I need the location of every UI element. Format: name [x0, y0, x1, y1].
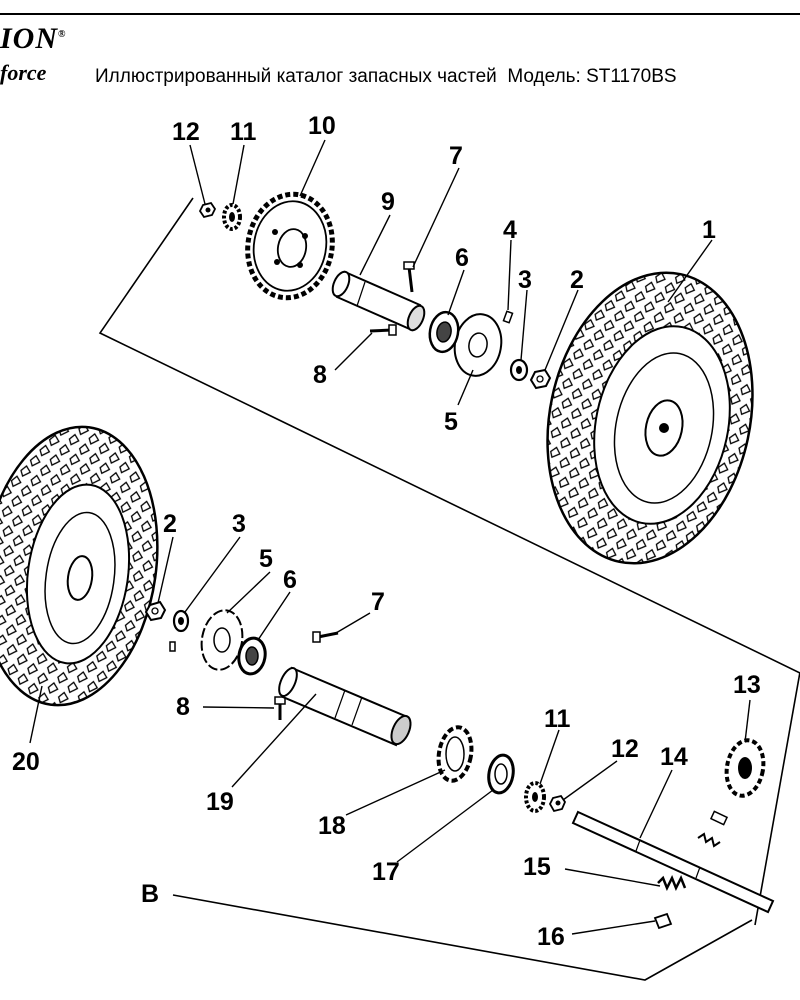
bearing-collar — [436, 725, 474, 783]
brake-disc — [453, 313, 503, 377]
callout-8: 8 — [313, 361, 327, 389]
nut — [548, 794, 567, 813]
key — [653, 912, 673, 930]
callout-14: 14 — [660, 743, 688, 771]
group-boundary-lines — [98, 197, 800, 981]
drive-sprocket — [245, 191, 335, 301]
callout-2: 2 — [163, 510, 177, 538]
key — [709, 810, 729, 826]
bearing — [487, 753, 515, 795]
callout-b: B — [141, 880, 159, 908]
callout-17: 17 — [372, 858, 400, 886]
callout-3: 3 — [518, 266, 532, 294]
callout-5: 5 — [444, 408, 458, 436]
callout-20: 20 — [12, 748, 40, 776]
small-sprocket — [222, 203, 242, 231]
lock-nut — [529, 368, 552, 390]
callout-13: 13 — [733, 671, 761, 699]
cotter-pin — [502, 310, 514, 324]
cotter-pin — [169, 641, 176, 652]
callout-6: 6 — [283, 566, 297, 594]
axle-shaft — [278, 666, 412, 747]
spring — [697, 832, 721, 848]
gear — [724, 738, 766, 798]
callout-3: 3 — [232, 510, 246, 538]
wheel-hub — [237, 636, 267, 676]
bolt — [312, 631, 339, 643]
callout-5: 5 — [259, 545, 273, 573]
lock-nut — [144, 600, 167, 622]
wheel-left — [0, 425, 159, 707]
callout-12: 12 — [611, 735, 639, 763]
callout-12: 12 — [172, 118, 200, 146]
bolt — [369, 324, 397, 336]
callout-15: 15 — [523, 853, 551, 881]
spring — [657, 874, 687, 892]
nut — [198, 201, 217, 219]
catalog-title: Иллюстрированный каталог запасных частей… — [95, 66, 677, 87]
callout-16: 16 — [537, 923, 565, 951]
model-label: Модель: ST1170BS — [507, 66, 677, 87]
callout-6: 6 — [455, 244, 469, 272]
callout-8: 8 — [176, 693, 190, 721]
callout-labels: 1 2 3 4 5 6 7 8 9 10 11 12 2 3 5 6 7 8 1… — [12, 112, 761, 951]
callout-2: 2 — [570, 266, 584, 294]
axle-shaft — [331, 270, 426, 332]
drive-axle — [571, 810, 775, 914]
callout-18: 18 — [318, 812, 346, 840]
bolt — [274, 696, 286, 720]
callout-11: 11 — [544, 705, 571, 733]
leader-lines — [29, 139, 751, 935]
brake-disc — [200, 609, 244, 671]
brand-logo: ION® — [0, 22, 67, 55]
callout-9: 9 — [381, 188, 395, 216]
callout-1: 1 — [702, 216, 716, 244]
header-rule — [0, 13, 800, 15]
washer — [172, 609, 190, 633]
callout-7: 7 — [449, 142, 463, 170]
wheel-hub — [428, 310, 460, 354]
brand-logo-subtitle: force — [0, 60, 47, 85]
washer — [509, 358, 529, 382]
small-sprocket — [524, 781, 546, 813]
callout-11: 11 — [230, 118, 257, 146]
callout-4: 4 — [503, 216, 517, 244]
callout-19: 19 — [206, 788, 234, 816]
wheel-right — [546, 271, 754, 565]
callout-10: 10 — [308, 112, 336, 140]
callout-7: 7 — [371, 588, 385, 616]
